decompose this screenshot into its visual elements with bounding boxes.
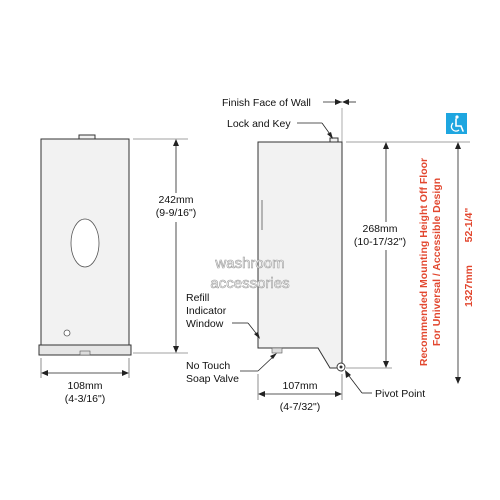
mounting-height-mm: 1327mm — [463, 265, 475, 307]
front-height-label: 242mm — [158, 194, 193, 206]
lock-key-label: Lock and Key — [227, 118, 291, 130]
watermark-line1: washroom — [214, 255, 284, 272]
valve-label-line2: Soap Valve — [186, 373, 239, 385]
mounting-height-in: 52-1/4" — [463, 208, 475, 243]
front-width-label-in: (4-3/16") — [65, 393, 106, 405]
side-lock-bump — [329, 137, 339, 143]
front-lock-bump — [78, 134, 96, 140]
side-depth-label: 107mm — [282, 380, 317, 392]
mounting-height: Recommended Mounting Height Off Floor Fo… — [392, 113, 475, 384]
wheelchair-icon — [446, 113, 467, 134]
refill-label-line3: Window — [186, 318, 224, 330]
mounting-line1: Recommended Mounting Height Off Floor — [418, 158, 430, 366]
finish-face-label: Finish Face of Wall — [222, 97, 311, 109]
front-height-label-in: (9-9/16") — [156, 207, 197, 219]
side-view: Finish Face of Wall Lock and Key 268mm (… — [186, 97, 425, 413]
mounting-line2: For Universal / Accessible Design — [431, 178, 443, 346]
side-valve — [271, 347, 283, 354]
front-oval-window — [70, 218, 100, 268]
valve-label-line1: No Touch — [186, 360, 230, 372]
side-height-label-in: (10-17/32") — [354, 236, 406, 248]
pivot-point-label: Pivot Point — [375, 388, 425, 400]
front-view: 242mm (9-9/16") 108mm (4-3/16") — [38, 134, 197, 405]
refill-label-line1: Refill — [186, 292, 209, 304]
side-height-label: 268mm — [362, 223, 397, 235]
watermark-line2: accessories — [210, 275, 289, 292]
side-depth-label-in: (4-7/32") — [280, 401, 321, 413]
side-body — [257, 141, 343, 369]
front-indicator-dot — [63, 329, 71, 337]
watermark: washroom accessories — [210, 255, 290, 293]
refill-label-line2: Indicator — [186, 305, 227, 317]
front-width-label: 108mm — [67, 380, 102, 392]
front-valve-nozzle — [79, 350, 91, 356]
